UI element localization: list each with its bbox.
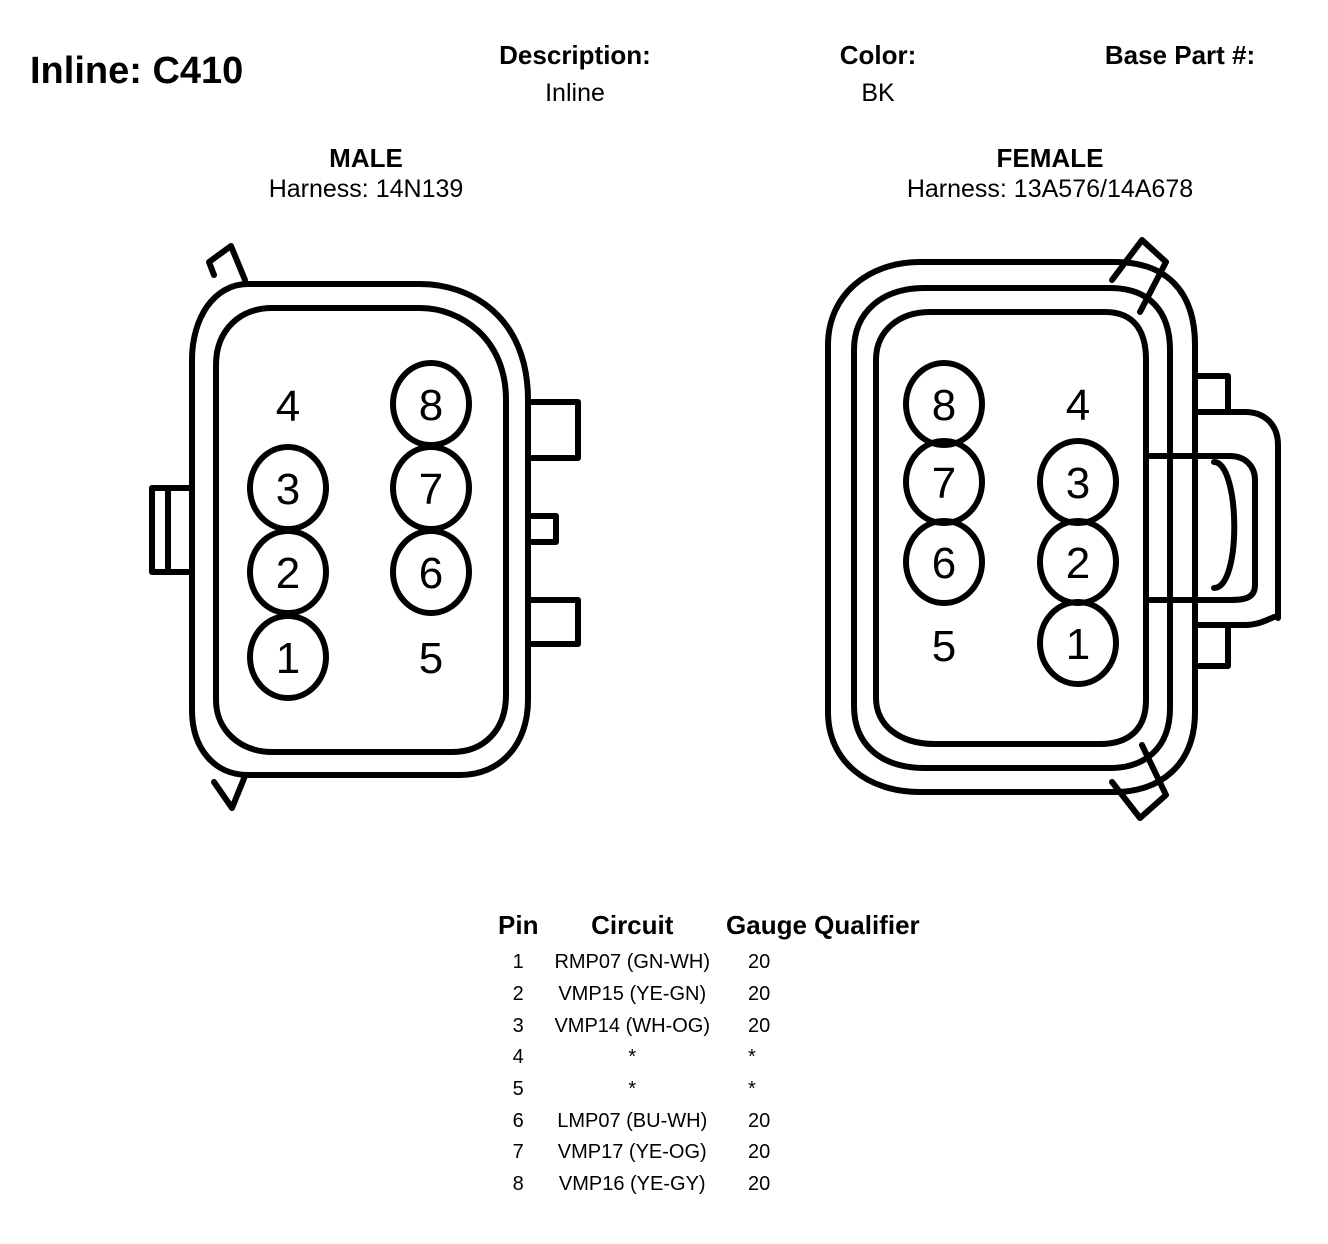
female-middle-shell bbox=[851, 285, 1173, 771]
circuit-header: Circuit bbox=[591, 910, 674, 940]
male-pin-circles bbox=[247, 360, 472, 701]
female-side-lock-outer bbox=[1193, 409, 1281, 628]
circuit-cell: VMP14 (WH-OG) bbox=[554, 1014, 711, 1037]
gauge-cell: * bbox=[748, 1046, 756, 1069]
connector-title: Inline: C410 bbox=[30, 50, 244, 92]
female-pin-8-label: 8 bbox=[932, 381, 956, 430]
gauge-cell: * bbox=[748, 1078, 756, 1101]
male-right-key-mid bbox=[527, 513, 559, 545]
table-row: 4 * * bbox=[490, 1042, 928, 1074]
female-pin-5-label: 5 bbox=[932, 622, 956, 671]
female-pin-1-label: 1 bbox=[1066, 620, 1090, 669]
circuit-cell: VMP16 (YE-GY) bbox=[558, 1173, 706, 1196]
pin-cell: 7 bbox=[512, 1141, 524, 1164]
color-value: BK bbox=[861, 79, 895, 107]
male-connector bbox=[149, 243, 581, 811]
pin-cell: 4 bbox=[512, 1046, 524, 1069]
gauge-cell: 20 bbox=[748, 1141, 771, 1164]
circuit-cell: * bbox=[628, 1046, 637, 1069]
pin-cell: 2 bbox=[512, 983, 524, 1006]
description-value: Inline bbox=[545, 79, 605, 107]
gauge-cell: 20 bbox=[748, 1109, 771, 1132]
male-pin-1-circle bbox=[247, 613, 329, 701]
gauge-cell: 20 bbox=[748, 983, 771, 1006]
pin-cell: 8 bbox=[512, 1173, 524, 1196]
female-top-latch bbox=[1109, 237, 1169, 315]
female-pin-7-label: 7 bbox=[932, 459, 956, 508]
male-pin-6-label: 6 bbox=[419, 549, 443, 598]
female-pin-4-label: 4 bbox=[1066, 381, 1090, 430]
base-part-label: Base Part #: bbox=[1104, 40, 1256, 70]
circuit-cell: * bbox=[628, 1078, 637, 1101]
male-pin-8-label: 8 bbox=[419, 381, 443, 430]
circuit-cell: VMP17 (YE-OG) bbox=[557, 1141, 707, 1164]
table-row: 3 VMP14 (WH-OG) 20 bbox=[490, 1010, 928, 1042]
female-top-key bbox=[1193, 373, 1231, 415]
female-pin-6-circle bbox=[903, 518, 985, 606]
male-pin-numbers: 4 3 2 1 8 7 6 5 bbox=[276, 381, 443, 683]
table-row: 6 LMP07 (BU-WH) 20 bbox=[490, 1105, 928, 1137]
male-harness: Harness: 14N139 bbox=[268, 175, 464, 203]
gauge-header: Gauge Qualifier bbox=[718, 910, 928, 947]
pin-cell: 5 bbox=[512, 1078, 524, 1101]
pin-cell: 3 bbox=[512, 1014, 524, 1037]
connector-diagram: 4 3 2 1 8 7 6 5 8 7 6 5 4 3 2 1 bbox=[149, 237, 1281, 821]
table-row: 8 VMP16 (YE-GY) 20 bbox=[490, 1169, 928, 1201]
table-row: 7 VMP17 (YE-OG) 20 bbox=[490, 1137, 928, 1169]
male-pin-2-label: 2 bbox=[276, 549, 300, 598]
male-right-key-bottom bbox=[527, 597, 581, 647]
female-pin-circles bbox=[903, 360, 1119, 687]
male-pin-3-label: 3 bbox=[276, 465, 300, 514]
pin-cell: 1 bbox=[512, 951, 524, 974]
gauge-header-text: Gauge bbox=[726, 910, 807, 940]
male-outer-shell bbox=[189, 281, 531, 778]
female-outer-shell bbox=[825, 259, 1198, 795]
pin-header: Pin bbox=[498, 910, 539, 940]
gauge-cell: 20 bbox=[748, 1014, 771, 1037]
qualifier-header-text: Qualifier bbox=[814, 910, 920, 940]
male-label: MALE bbox=[329, 143, 403, 173]
female-pin-2-label: 2 bbox=[1066, 539, 1090, 588]
female-bottom-latch bbox=[1109, 742, 1169, 821]
female-connector bbox=[825, 237, 1281, 821]
male-inner-shell bbox=[213, 305, 509, 755]
male-bottom-latch bbox=[211, 773, 248, 811]
female-pin-3-label: 3 bbox=[1066, 459, 1090, 508]
female-pin-numbers: 8 7 6 5 4 3 2 1 bbox=[932, 381, 1090, 671]
female-inner-shell bbox=[873, 309, 1149, 747]
table-row: 1 RMP07 (GN-WH) 20 bbox=[490, 947, 928, 979]
description-label: Description: bbox=[499, 40, 651, 70]
female-pin-6-label: 6 bbox=[932, 539, 956, 588]
male-right-key-top bbox=[527, 399, 581, 461]
female-pin-8-circle bbox=[903, 360, 985, 448]
pin-table: Pin Circuit Gauge Qualifier 1 RMP07 (GN-W… bbox=[490, 910, 928, 1201]
female-side-lock-tab bbox=[1211, 459, 1238, 591]
table-row: 5 * * bbox=[490, 1074, 928, 1106]
male-top-latch bbox=[206, 243, 248, 283]
male-pin-6-circle bbox=[390, 528, 472, 616]
male-left-key bbox=[149, 485, 195, 575]
male-pin-5-label: 5 bbox=[419, 634, 443, 683]
female-pin-1-circle bbox=[1037, 599, 1119, 687]
pin-table-header-row: Pin Circuit Gauge Qualifier bbox=[490, 910, 928, 947]
table-row: 2 VMP15 (YE-GN) 20 bbox=[490, 979, 928, 1011]
color-label: Color: bbox=[839, 40, 917, 70]
female-label: FEMALE bbox=[996, 143, 1104, 173]
gauge-cell: 20 bbox=[748, 951, 771, 974]
circuit-cell: LMP07 (BU-WH) bbox=[557, 1109, 708, 1132]
male-pin-1-label: 1 bbox=[276, 634, 300, 683]
pin-table-body: 1 RMP07 (GN-WH) 20 2 VMP15 (YE-GN) 20 3 VMP14 (… bbox=[490, 947, 928, 1201]
male-pin-4-label: 4 bbox=[276, 382, 300, 431]
circuit-cell: RMP07 (GN-WH) bbox=[554, 951, 710, 974]
female-harness: Harness: 13A576/14A678 bbox=[906, 175, 1194, 203]
circuit-cell: VMP15 (YE-GN) bbox=[558, 983, 707, 1006]
gauge-cell: 20 bbox=[748, 1173, 771, 1196]
pin-cell: 6 bbox=[512, 1109, 524, 1132]
female-bottom-key bbox=[1193, 622, 1231, 669]
female-side-lock-inner bbox=[1147, 453, 1258, 603]
male-pin-7-label: 7 bbox=[419, 465, 443, 514]
